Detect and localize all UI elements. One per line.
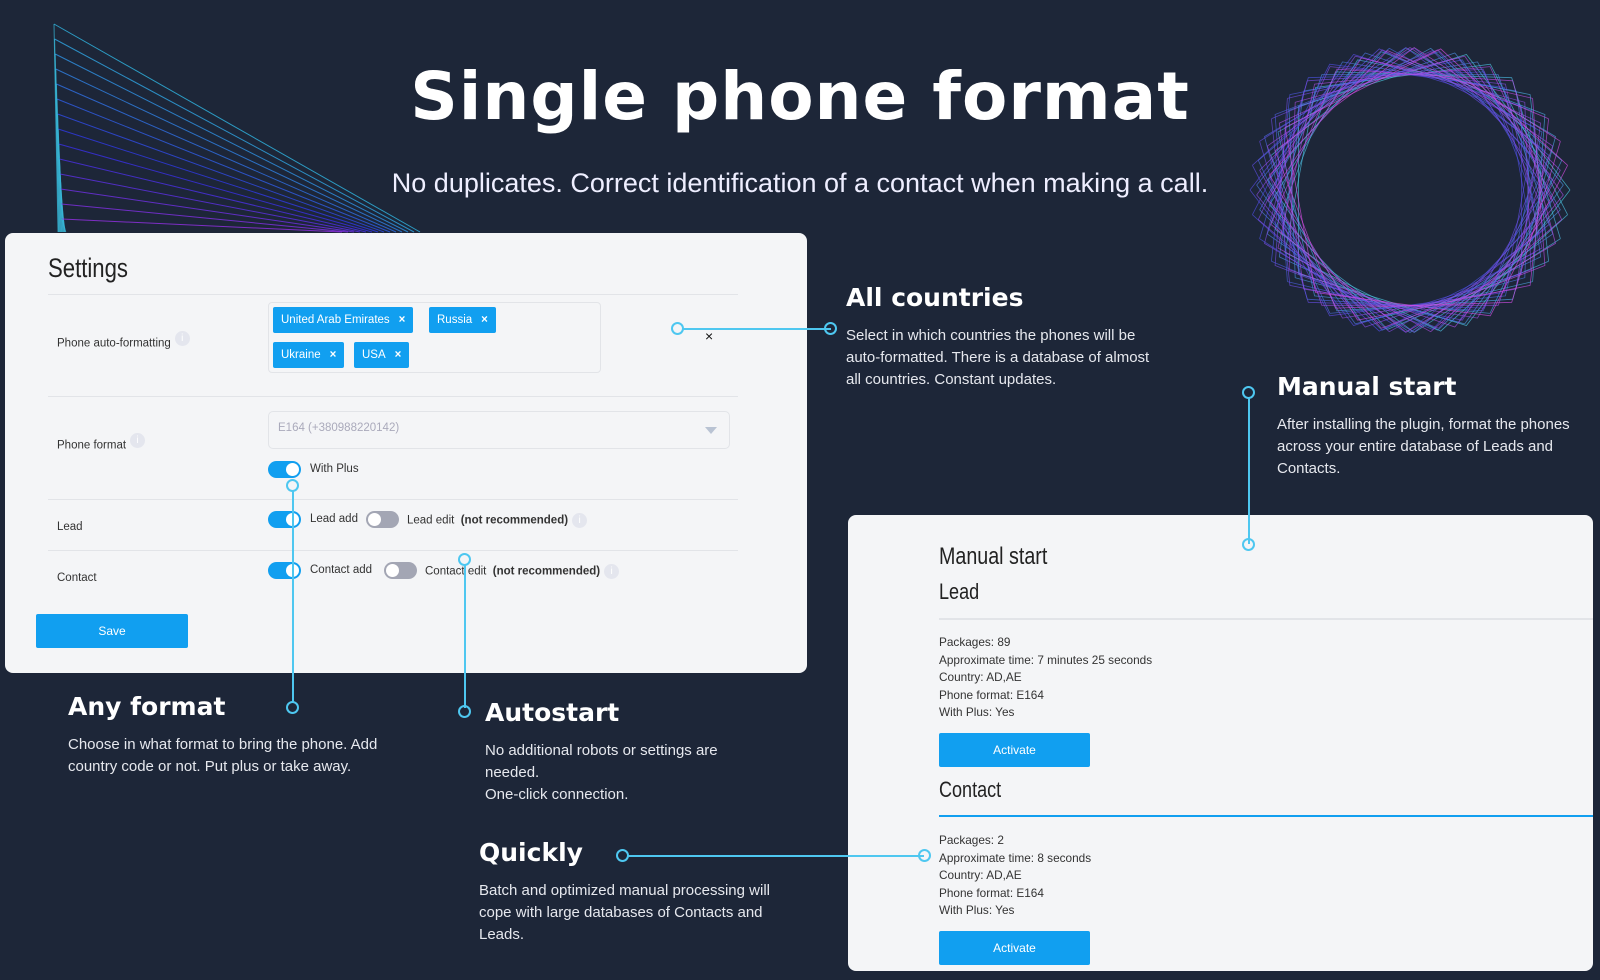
lead-edit-label: Lead edit (not recommended)i <box>407 513 588 528</box>
remove-tag-icon[interactable]: × <box>394 349 402 361</box>
any-format-text: Choose in what format to bring the phone… <box>68 736 378 775</box>
quickly-text: Batch and optimized manual processing wi… <box>479 882 770 943</box>
lead-add-label: Lead add <box>310 513 358 525</box>
country-multiselect[interactable]: United Arab Emirates× Russia× Ukraine× U… <box>268 302 601 373</box>
chevron-down-icon <box>705 427 717 434</box>
with-plus-toggle[interactable] <box>268 461 301 478</box>
contact-edit-toggle[interactable] <box>384 562 417 579</box>
contact-edit-label: Contact edit (not recommended)i <box>425 564 620 579</box>
country-tag: Ukraine× <box>273 342 345 368</box>
country-tag: Russia× <box>429 307 496 333</box>
remove-tag-icon[interactable]: × <box>398 314 406 326</box>
manual-start-title: Manual start <box>939 543 1048 570</box>
autostart-text: No additional robots or settings are nee… <box>485 742 718 803</box>
remove-tag-icon[interactable]: × <box>329 349 337 361</box>
autostart-heading: Autostart <box>485 698 620 727</box>
manual-start-heading: Manual start <box>1277 372 1457 401</box>
contact-add-toggle[interactable] <box>268 562 301 579</box>
phone-format-select[interactable]: E164 (+380988220142) <box>268 411 730 449</box>
quickly-heading: Quickly <box>479 838 583 867</box>
activate-contact-button[interactable]: Activate <box>939 931 1090 965</box>
contact-add-label: Contact add <box>310 564 373 576</box>
with-plus-label: With Plus <box>310 463 359 475</box>
all-countries-heading: All countries <box>846 283 1024 312</box>
activate-lead-button[interactable]: Activate <box>939 733 1090 767</box>
lead-section-title: Lead <box>939 579 980 604</box>
country-tag: United Arab Emirates× <box>273 307 414 333</box>
country-tag: USA× <box>354 342 410 368</box>
lead-add-toggle[interactable] <box>268 511 301 528</box>
info-icon[interactable]: i <box>130 433 146 448</box>
settings-title: Settings <box>48 253 129 283</box>
all-countries-text: Select in which countries the phones wil… <box>846 327 1150 388</box>
remove-tag-icon[interactable]: × <box>481 314 488 326</box>
contact-section-title: Contact <box>939 777 1002 802</box>
info-icon[interactable]: i <box>174 331 190 346</box>
clear-all-icon[interactable]: × <box>705 328 714 344</box>
manual-start-text: After installing the plugin, format the … <box>1277 416 1570 477</box>
contact-label: Contact <box>57 572 97 584</box>
any-format-heading: Any format <box>68 692 226 721</box>
save-button[interactable]: Save <box>36 614 188 648</box>
info-icon[interactable]: i <box>572 513 588 528</box>
page-title: Single phone format <box>410 58 1190 135</box>
lead-label: Lead <box>57 521 83 533</box>
page-subtitle: No duplicates. Correct identification of… <box>391 168 1209 198</box>
lead-edit-toggle[interactable] <box>366 511 399 528</box>
info-icon[interactable]: i <box>604 564 620 579</box>
